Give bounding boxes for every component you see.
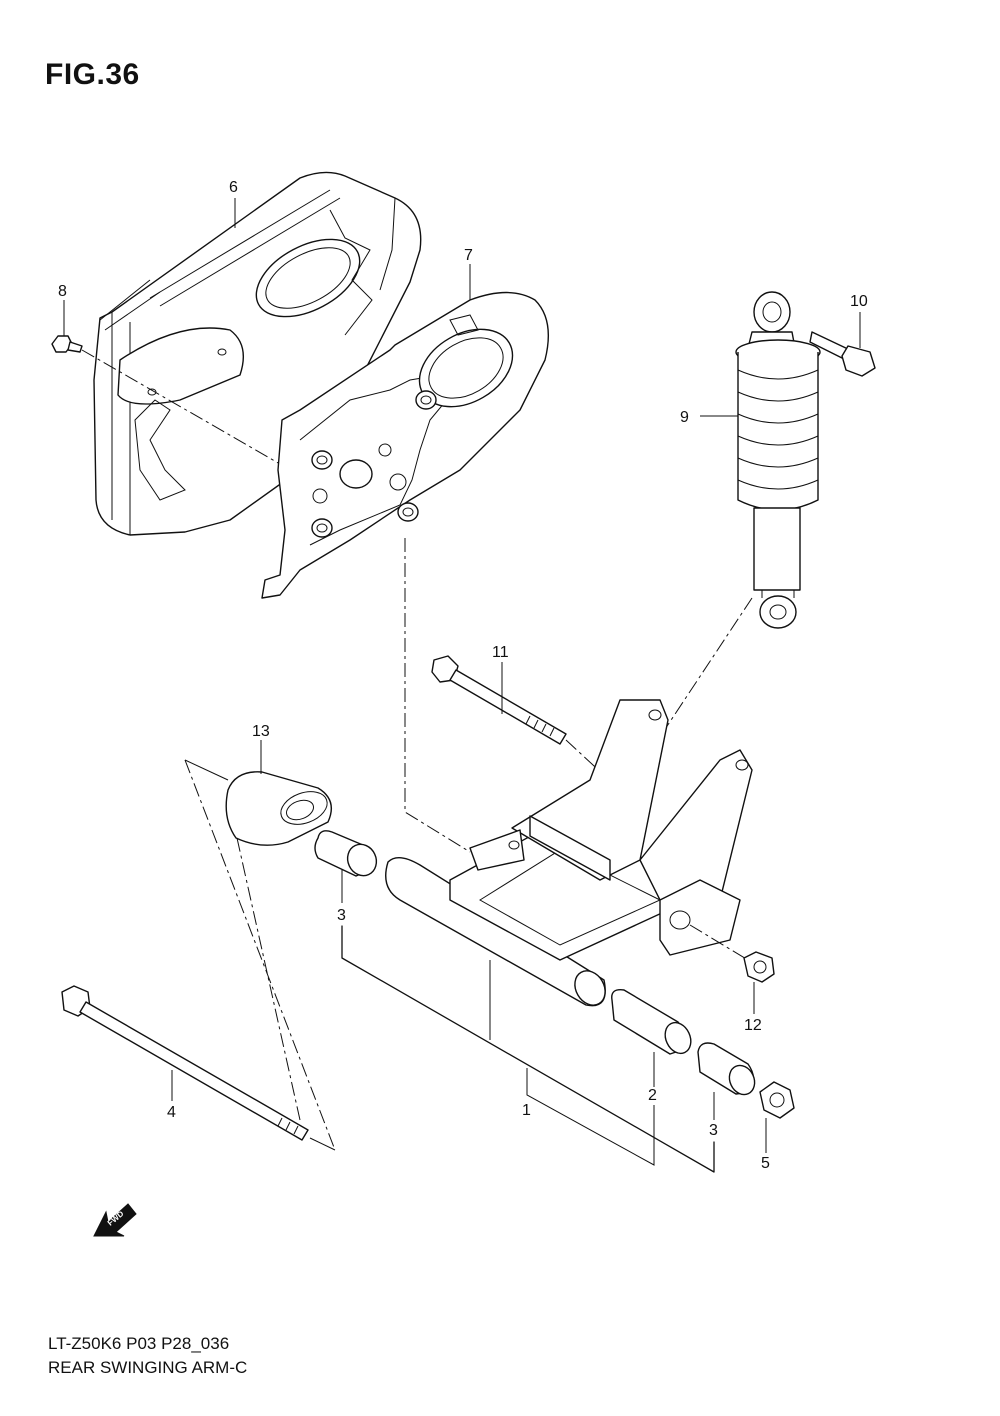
callout-5: 5	[761, 1155, 770, 1172]
callout-3-upper: 3	[337, 907, 346, 924]
callout-13: 13	[252, 723, 270, 740]
bushing-part-3-lower	[697, 1042, 756, 1096]
screw-part-8	[51, 335, 281, 465]
leader-lines	[63, 198, 861, 1173]
callout-12: 12	[744, 1017, 762, 1034]
bolt-part-10	[809, 331, 876, 377]
chain-guard-plate-part-7	[261, 291, 550, 599]
callout-3-lower: 3	[709, 1122, 718, 1139]
section-name: REAR SWINGING ARM-C	[48, 1358, 248, 1377]
pivot-bolt-part-4	[61, 985, 309, 1141]
swinging-arm-part-1	[385, 699, 753, 1007]
fwd-arrow-icon: FWD	[93, 1203, 137, 1237]
callout-1: 1	[522, 1102, 531, 1119]
figure-title: FIG.36	[45, 58, 140, 91]
bushing-part-3-upper	[314, 830, 378, 877]
bolt-part-11	[431, 655, 621, 791]
spacer-part-2	[611, 989, 692, 1055]
chain-cover-part-6	[93, 171, 422, 536]
callout-9: 9	[680, 409, 689, 426]
nut-part-12	[689, 924, 775, 983]
callout-6: 6	[229, 179, 238, 196]
shock-absorber-part-9	[629, 291, 821, 783]
callout-10: 10	[850, 293, 868, 310]
callout-11: 11	[492, 644, 509, 661]
callout-7: 7	[464, 247, 473, 264]
callout-2: 2	[648, 1087, 657, 1104]
callout-4: 4	[167, 1104, 176, 1121]
model-code: LT-Z50K6 P03 P28_036	[48, 1334, 230, 1353]
nut-part-5	[759, 1081, 795, 1119]
pivot-cap-part-13	[225, 771, 332, 846]
callout-8: 8	[58, 283, 67, 300]
